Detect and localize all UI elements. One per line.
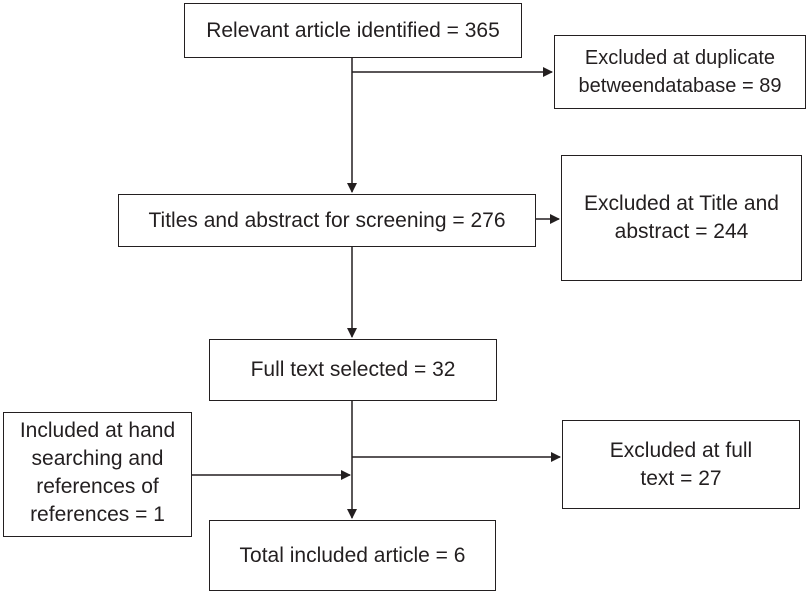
identified-box: Relevant article identified = 365 <box>184 3 522 58</box>
excluded-title-abstract-label: Excluded at Title and abstract = 244 <box>584 192 779 243</box>
total-included-box: Total included article = 6 <box>209 520 496 591</box>
excluded-duplicates-box: Excluded at duplicate betweendatabase = … <box>554 35 806 109</box>
identified-label: Relevant article identified = 365 <box>206 18 500 42</box>
excluded-full-text-label: Excluded at full text = 27 <box>609 438 753 490</box>
excluded-duplicates-label: Excluded at duplicate betweendatabase = … <box>578 47 782 97</box>
excluded-full-text-box: Excluded at full text = 27 <box>562 420 800 509</box>
screening-label: Titles and abstract for screening = 276 <box>148 208 506 232</box>
full-text-selected-label: Full text selected = 32 <box>250 358 456 381</box>
screening-box: Titles and abstract for screening = 276 <box>118 194 536 247</box>
included-hand-searching-label: Included at hand searching and reference… <box>19 418 176 526</box>
full-text-selected-box: Full text selected = 32 <box>209 339 497 401</box>
included-hand-searching-box: Included at hand searching and reference… <box>3 412 192 537</box>
total-included-label: Total included article = 6 <box>239 543 466 567</box>
excluded-title-abstract-box: Excluded at Title and abstract = 244 <box>561 155 802 281</box>
